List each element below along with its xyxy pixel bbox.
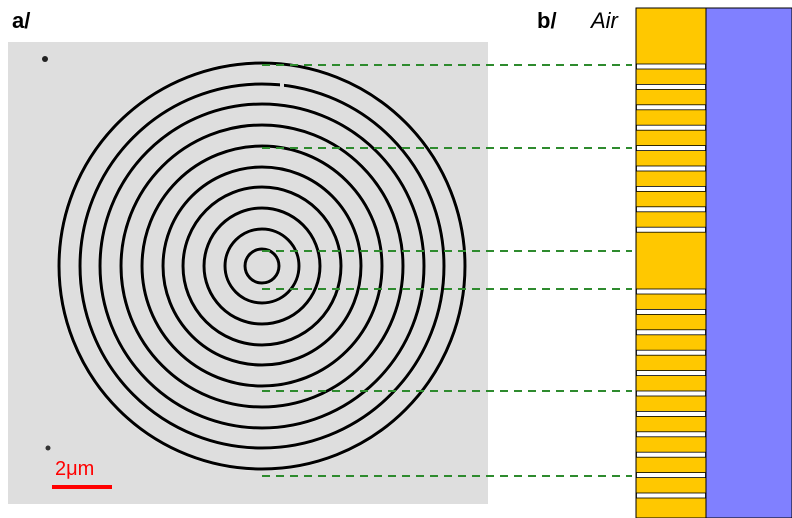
groove [636,472,706,479]
ring [57,61,467,471]
groove [636,206,706,213]
cross-section-profile [635,7,792,518]
dust-speck [45,445,51,451]
dust-speck [42,56,48,62]
groove [636,145,706,152]
groove [636,431,706,438]
groove [636,370,706,377]
groove [636,104,706,111]
ring [78,82,446,450]
groove [636,226,706,233]
ring [119,123,405,409]
ring [98,102,426,430]
groove [636,63,706,70]
glass-layer [705,7,792,518]
groove [636,165,706,172]
air-label: Air [591,8,618,33]
panel-a-label: a/ [12,8,31,33]
ring [181,185,343,347]
ring [243,247,281,285]
ring [161,165,363,367]
ring [223,227,301,305]
ring-gap [280,78,284,88]
scale-bar-label: 2μm [55,458,95,480]
groove [636,349,706,356]
gold-layer [635,7,707,518]
ring [140,144,384,388]
groove [636,410,706,417]
ring [202,206,322,326]
scale-bar [52,485,112,489]
gold-label: Au [652,8,679,33]
concentric-rings [57,61,467,471]
groove [636,451,706,458]
groove [636,124,706,131]
groove [636,288,706,295]
sem-micrograph [8,42,488,504]
groove [636,84,706,90]
groove [636,329,706,336]
groove [636,390,706,397]
groove [636,308,706,315]
groove [636,492,706,499]
groove [636,185,706,192]
glass-label: Verre [713,8,766,33]
panel-b-label: b/ [537,8,557,33]
